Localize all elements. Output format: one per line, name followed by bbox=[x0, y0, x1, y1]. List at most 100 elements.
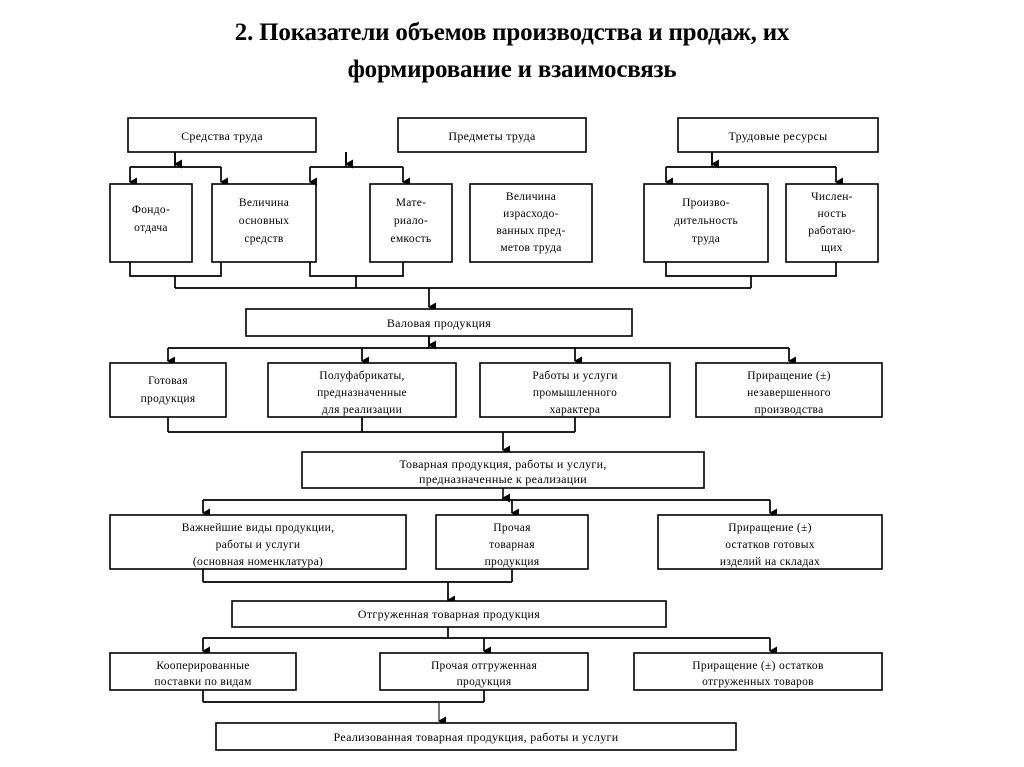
node-label-line-1: Фондо- bbox=[132, 204, 170, 216]
node-box bbox=[785, 183, 879, 263]
node-box bbox=[479, 362, 671, 418]
node-box bbox=[215, 722, 737, 751]
node-label-line-1: Полуфабрикаты, bbox=[319, 370, 404, 382]
node-box bbox=[109, 362, 227, 418]
node-label-line-2: поставки по видам bbox=[154, 676, 252, 688]
node-label-line-2: риало- bbox=[394, 215, 428, 227]
node-label-line-1: Приращение (±) bbox=[728, 522, 811, 534]
node-kooperirovannye-postavki[interactable]: Кооперированные поставки по видам bbox=[109, 652, 297, 691]
node-sredstva-truda[interactable]: Средства труда bbox=[127, 117, 317, 153]
node-proizvoditelnost-truda[interactable]: Произво- дительность труда bbox=[643, 183, 769, 263]
node-label-line-1: Величина bbox=[239, 197, 289, 209]
node-label-line-2: незавершенного bbox=[747, 387, 831, 399]
edge-merge-right-pair bbox=[665, 262, 837, 277]
edge-merge-mid-pair bbox=[309, 262, 404, 277]
node-box bbox=[369, 183, 453, 263]
node-trudovye-resursy[interactable]: Трудовые ресурсы bbox=[677, 117, 879, 153]
node-otgruzhennaya-tovarnaya-produkciya[interactable]: Отгруженная товарная продукция bbox=[231, 600, 667, 628]
node-label-line-3: производства bbox=[754, 404, 823, 416]
node-label-line-2: товарная bbox=[489, 539, 535, 551]
node-label-line-3: работаю- bbox=[808, 225, 855, 237]
node-valovaya-produkciya[interactable]: Валовая продукция bbox=[245, 308, 633, 337]
node-box bbox=[127, 117, 317, 153]
node-label: Трудовые ресурсы bbox=[728, 129, 827, 143]
node-realizovannaya-tovarnaya-produkciya[interactable]: Реализованная товарная продукция, работы… bbox=[215, 722, 737, 751]
node-box bbox=[643, 183, 769, 263]
page-title-line-1: 2. Показатели объемов производства и про… bbox=[234, 19, 790, 46]
node-label-line-3: емкость bbox=[391, 233, 432, 245]
node-box bbox=[245, 308, 633, 337]
node-label-line-2: ность bbox=[817, 208, 846, 220]
page-title-line-2: формирование и взаимосвязь bbox=[347, 56, 677, 83]
node-label-line-1: Мате- bbox=[396, 197, 427, 209]
node-prirashchenie-ostatkov-otgruzhennyh-tovarov[interactable]: Приращение (±) остатков отгруженных това… bbox=[633, 652, 883, 691]
node-velichina-izraskhodovannyh-predmetov-truda[interactable]: Величина израсходо- ванных пред- метов т… bbox=[469, 183, 593, 263]
node-label-line-2: основных bbox=[239, 215, 290, 227]
node-label-line-1: Работы и услуги bbox=[532, 370, 617, 382]
node-box bbox=[109, 514, 407, 570]
node-label-line-3: продукция bbox=[485, 556, 540, 568]
node-label: Отгруженная товарная продукция bbox=[358, 607, 540, 621]
node-label: Средства труда bbox=[181, 129, 263, 143]
page-title: 2. Показатели объемов производства и про… bbox=[60, 14, 964, 88]
node-vazhneyshie-vidy-produkcii[interactable]: Важнейшие виды продукции, работы и услуг… bbox=[109, 514, 407, 570]
node-label-line-1: Числен- bbox=[811, 191, 853, 203]
node-box bbox=[211, 183, 317, 263]
node-velichina-osnovnyh-sredstv[interactable]: Величина основных средств bbox=[211, 183, 317, 263]
node-box bbox=[379, 652, 589, 691]
node-predmety-truda[interactable]: Предметы труда bbox=[397, 117, 587, 153]
node-label-line-1: Прочая bbox=[493, 522, 531, 534]
node-box bbox=[301, 451, 705, 489]
node-label-line-3: ванных пред- bbox=[496, 225, 565, 237]
node-label-line-2: израсходо- bbox=[503, 208, 559, 220]
node-box bbox=[397, 117, 587, 153]
node-label-line-3: (основная номенклатура) bbox=[193, 556, 323, 568]
node-label-line-1: Важнейшие виды продукции, bbox=[182, 522, 335, 534]
node-label-line-3: труда bbox=[692, 233, 720, 245]
node-materialoemkost[interactable]: Мате- риало- емкость bbox=[369, 183, 453, 263]
node-label: Предметы труда bbox=[448, 129, 536, 143]
node-raboty-i-uslugi-promyshlennogo-haraktera[interactable]: Работы и услуги промышленного характера bbox=[479, 362, 671, 418]
node-label-line-1: Прочая отгруженная bbox=[431, 660, 538, 672]
node-box bbox=[231, 600, 667, 628]
node-prochaya-tovarnaya-produkciya[interactable]: Прочая товарная продукция bbox=[435, 514, 589, 570]
node-tovarnaya-produkciya-raboty-uslugi[interactable]: Товарная продукция, работы и услуги, пре… bbox=[301, 451, 705, 489]
node-label-line-3: для реализации bbox=[322, 404, 402, 416]
node-label-line-2: предназначенные bbox=[317, 387, 407, 399]
node-polufabrikaty[interactable]: Полуфабрикаты, предназначенные для реали… bbox=[267, 362, 457, 418]
node-label-line-3: средств bbox=[244, 233, 284, 245]
node-box bbox=[677, 117, 879, 153]
node-box bbox=[657, 514, 883, 570]
node-chislennost-rabotayushchih[interactable]: Числен- ность работаю- щих bbox=[785, 183, 879, 263]
node-box bbox=[435, 514, 589, 570]
node-prirashchenie-ostatkov-gotovyh-izdeliy[interactable]: Приращение (±) остатков готовых изделий … bbox=[657, 514, 883, 570]
node-label: Валовая продукция bbox=[387, 316, 491, 330]
node-prirashchenie-nezavershennogo-proizvodstva[interactable]: Приращение (±) незавершенного производст… bbox=[695, 362, 883, 418]
node-gotovaya-produkciya[interactable]: Готовая продукция bbox=[109, 362, 227, 418]
node-box bbox=[695, 362, 883, 418]
node-label: Реализованная товарная продукция, работы… bbox=[334, 730, 619, 744]
node-label-line-1: Готовая bbox=[148, 375, 188, 387]
node-label-line-1: Произво- bbox=[682, 197, 730, 209]
node-label-line-1: Товарная продукция, работы и услуги, bbox=[399, 457, 606, 471]
node-label-line-1: Кооперированные bbox=[156, 660, 249, 672]
node-label-line-3: характера bbox=[550, 404, 601, 416]
node-label-line-2: промышленного bbox=[533, 387, 617, 399]
node-label-line-2: дительность bbox=[674, 215, 738, 227]
connectors-group bbox=[129, 152, 843, 726]
node-label-line-2: отгруженных товаров bbox=[702, 676, 814, 688]
node-label-line-2: остатков готовых bbox=[725, 539, 815, 551]
node-box bbox=[633, 652, 883, 691]
node-label-line-1: Приращение (±) остатков bbox=[692, 660, 824, 672]
node-prochaya-otgruzhennaya-produkciya[interactable]: Прочая отгруженная продукция bbox=[379, 652, 589, 691]
node-label-line-2: работы и услуги bbox=[216, 539, 301, 551]
node-fondootdacha[interactable]: Фондо- отдача bbox=[109, 183, 193, 263]
node-box bbox=[109, 652, 297, 691]
node-label-line-4: щих bbox=[821, 242, 843, 254]
node-label-line-2: продукция bbox=[457, 676, 512, 688]
edge-merge-left-pair bbox=[129, 262, 222, 277]
node-label-line-2: предназначенные к реализации bbox=[419, 472, 587, 486]
node-label-line-1: Величина bbox=[506, 191, 556, 203]
